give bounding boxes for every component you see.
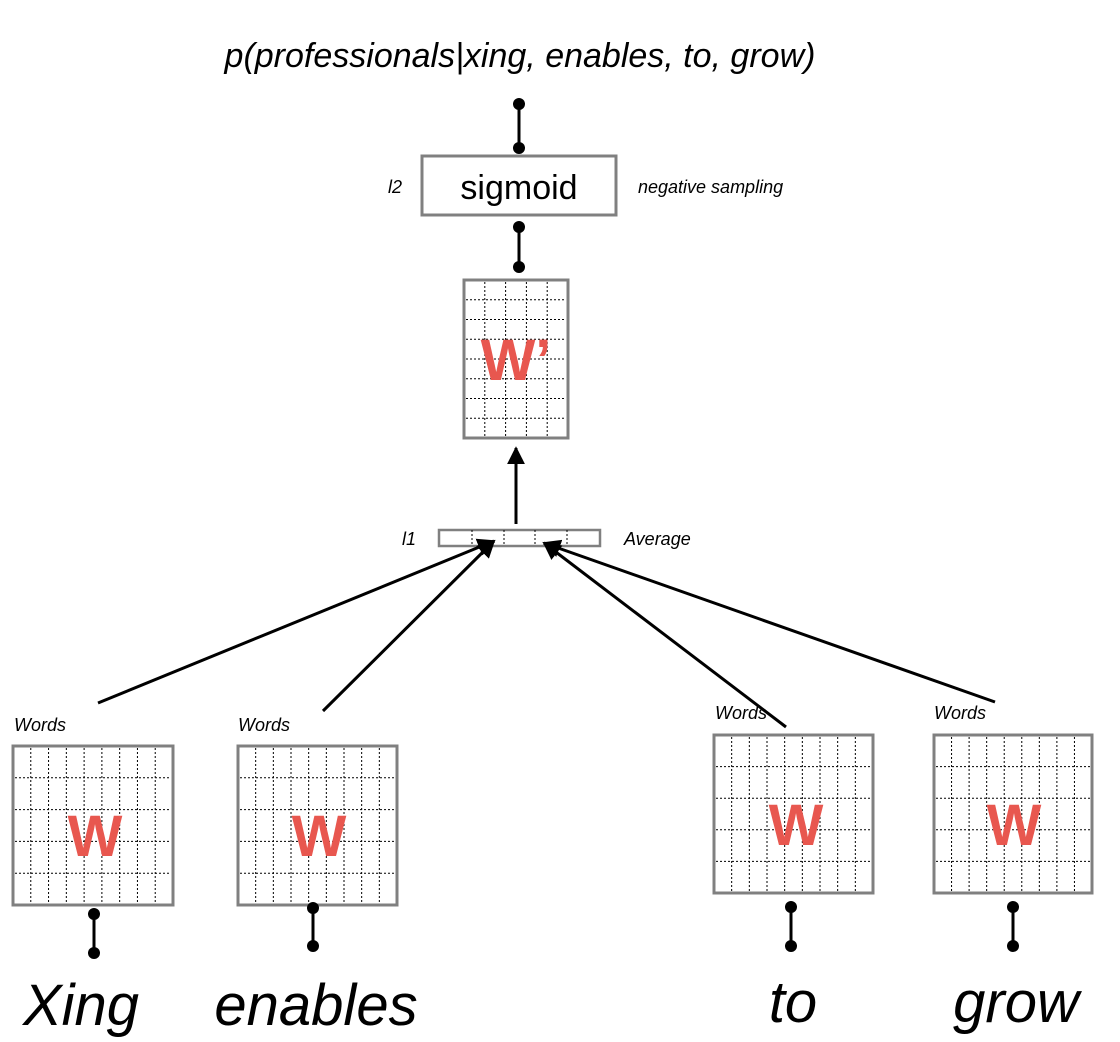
hidden-average-vector [437,528,602,548]
input-word: grow [953,970,1082,1035]
input-caption: Words [934,703,986,723]
input-caption: Words [238,715,290,735]
output-weight-matrix: W’ [462,278,570,440]
input-matrix-label: W [292,804,347,869]
input-caption: Words [715,703,767,723]
input-arrow-grow [542,539,996,704]
input-column-xing: Words W Xing [11,715,175,1038]
output-connector [513,98,525,154]
sigmoid-label: sigmoid [460,169,577,207]
input-word: enables [214,973,417,1038]
l2-layer-label: l2 [388,177,402,197]
input-caption: Words [14,715,66,735]
sigmoid-connector [513,221,525,273]
input-column-to: Words W to [712,703,875,1035]
input-column-enables: Words W enables [214,715,417,1038]
input-column-grow: Words W grow [932,703,1094,1035]
input-matrix-label: W [68,804,123,869]
input-matrix-label: W [769,793,824,858]
l1-layer-label: l1 [402,529,416,549]
average-label: Average [623,529,691,549]
sigmoid-box: sigmoid [420,154,618,217]
input-matrix-label: W [987,793,1042,858]
input-arrow-to [542,541,787,729]
output-matrix-label: W’ [481,328,552,393]
output-probability: p(professionals|xing, enables, to, grow) [224,37,816,75]
input-arrow-enables [321,539,496,713]
input-word: to [769,970,817,1035]
negative-sampling-note: negative sampling [638,177,783,197]
input-word: Xing [21,973,139,1038]
input-arrow-xing [97,538,496,705]
